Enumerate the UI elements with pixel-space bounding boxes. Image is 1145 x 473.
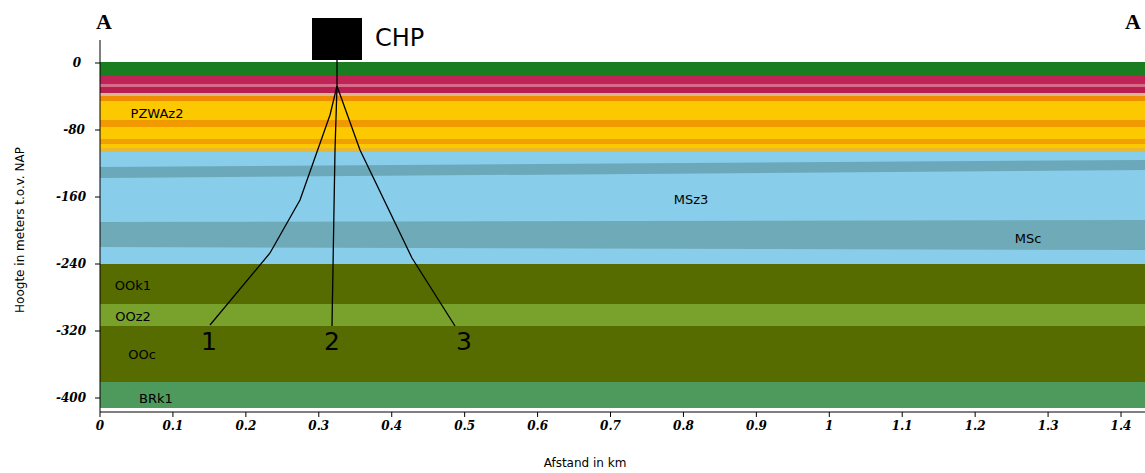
tick-label: -160: [56, 191, 86, 203]
axis-title: Afstand in km: [544, 457, 627, 469]
tick-label: 0.3: [308, 420, 329, 432]
tick-label: 0.1: [162, 420, 183, 432]
section-end: A: [1125, 11, 1141, 33]
x-axis: [100, 412, 1145, 413]
tick-label: 1.2: [965, 420, 986, 432]
clay-layer: [100, 76, 1145, 84]
section-end: A: [96, 11, 112, 33]
layer-band: OOk1: [100, 264, 200, 304]
layer-label: OOk1: [115, 279, 151, 292]
layer-band: OOz2: [100, 304, 200, 326]
chp-plant: CHP: [312, 18, 362, 60]
y-axis: [100, 40, 101, 412]
tick-label: 0.7: [600, 420, 621, 432]
layer-label: PZWAz2: [131, 107, 184, 120]
well-paths: [210, 60, 455, 326]
sand-layer: [100, 96, 1145, 101]
sand-layer: [100, 304, 1145, 326]
layer-band: OOc: [100, 326, 200, 382]
layer-label: OOz2: [115, 310, 151, 323]
layer-label: MSz3: [674, 193, 709, 206]
axis-title: Hoogte in meters t.o.v. NAP: [14, 147, 26, 313]
clay-layer: [100, 160, 1145, 178]
layer-label: BRk1: [139, 392, 173, 405]
sand-layer: [100, 139, 1145, 144]
callout-number: 3: [456, 329, 472, 354]
layer-label: OOc: [128, 348, 156, 361]
clay-layer: [100, 264, 1145, 304]
layer-label: MSc: [1015, 232, 1042, 245]
plant-label: CHP: [375, 26, 424, 50]
tick-label: -400: [56, 392, 86, 404]
tick-label: -320: [56, 325, 86, 337]
y-ticks: [95, 63, 100, 398]
tick-label: 0.8: [673, 420, 694, 432]
sand-layer: [100, 96, 1145, 152]
tick-label: 0: [73, 57, 81, 69]
layer-band: MSz3: [600, 178, 800, 218]
tick-label: 1: [825, 420, 833, 432]
tick-label: 0.9: [746, 420, 767, 432]
sand-layer: [100, 120, 1145, 127]
tick-label: -80: [63, 124, 85, 136]
tick-label: 0.2: [235, 420, 256, 432]
sand-layer: [100, 148, 1145, 152]
tick-label: 1.4: [1111, 420, 1132, 432]
tick-label: 1.3: [1038, 420, 1059, 432]
tick-label: 1.1: [892, 420, 913, 432]
layer-band: BRk1: [100, 382, 200, 408]
clay-layer: [100, 87, 1145, 93]
surface-layer: [100, 62, 1145, 76]
sand-layer: [100, 93, 1145, 96]
layer-band: PZWAz2: [100, 96, 300, 152]
clay-layer: [100, 84, 1145, 87]
callout-number: 1: [201, 329, 217, 354]
clay-layer: [100, 220, 1145, 250]
clay-layer: [100, 382, 1145, 408]
layer-band: MSc: [960, 222, 1080, 248]
callout-number: 2: [324, 329, 340, 354]
x-ticks: [100, 412, 1121, 417]
sand-layer: [100, 152, 1145, 264]
clay-layer: [100, 326, 1145, 382]
tick-label: 0.6: [527, 420, 548, 432]
tick-label: -240: [56, 258, 86, 270]
tick-label: 0.5: [454, 420, 475, 432]
tick-label: 0.4: [381, 420, 402, 432]
tick-label: 0: [96, 420, 104, 432]
